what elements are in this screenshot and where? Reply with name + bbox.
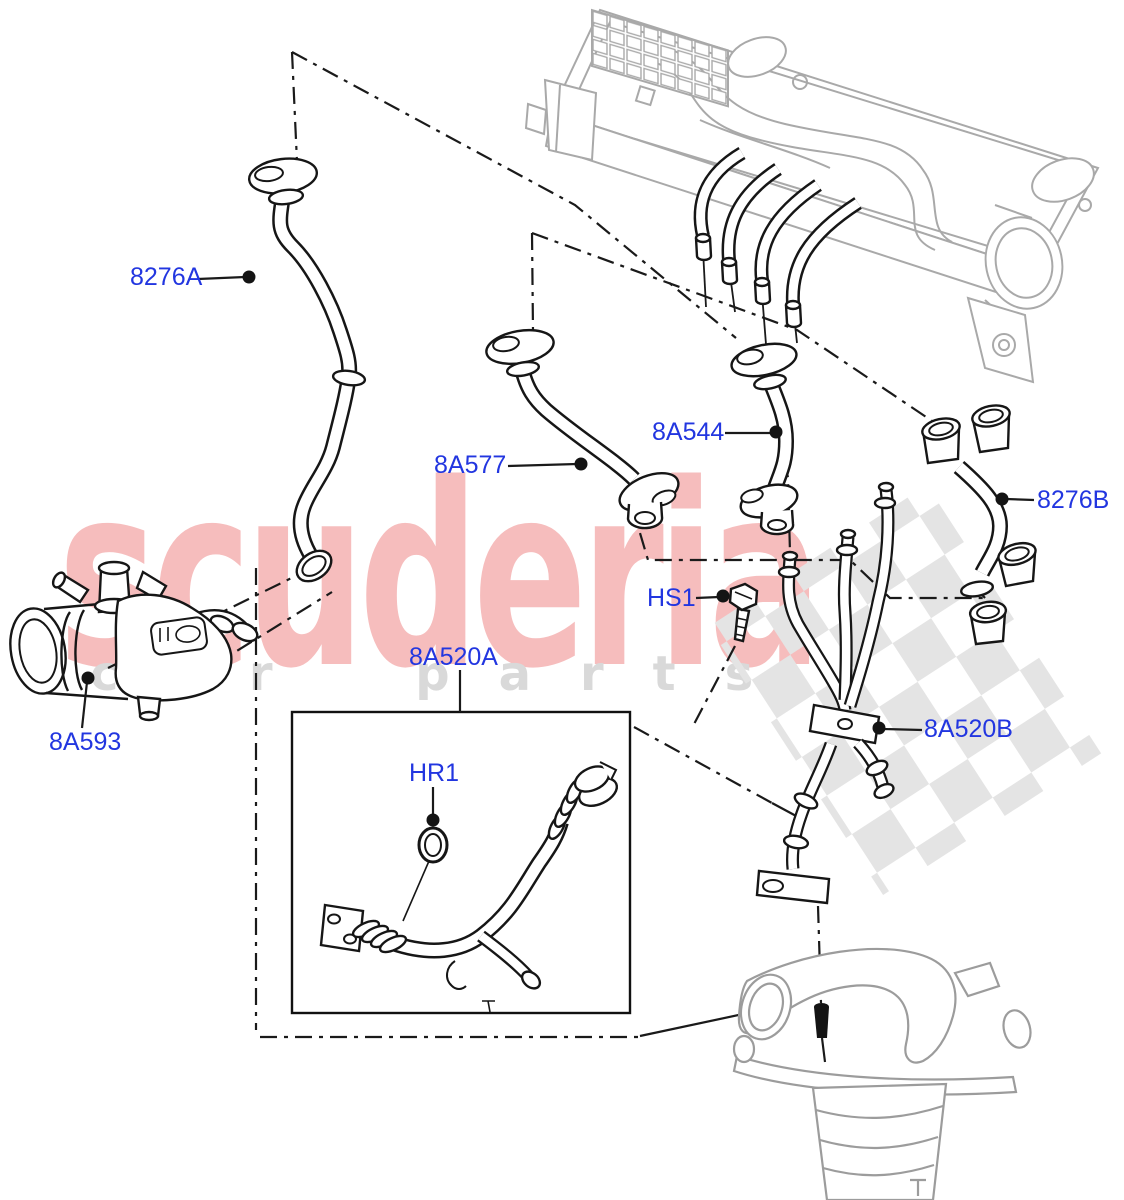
callout-8A520B: 8A520B <box>924 715 1013 743</box>
callout-8A577: 8A577 <box>434 451 507 479</box>
callout-8A544: 8A544 <box>652 418 725 446</box>
part-pipe-assembly-8A520B <box>755 481 897 905</box>
callout-8276B: 8276B <box>1037 486 1110 514</box>
part-thermostat-housing-8A593 <box>9 560 259 722</box>
part-hose-8A577 <box>485 328 680 530</box>
part-hose-8276B <box>921 404 1037 646</box>
part-hose-8A544 <box>730 342 799 536</box>
callout-HS1: HS1 <box>647 584 696 612</box>
callout-8276A: 8276A <box>130 263 203 291</box>
kit-box-8A520A <box>290 710 632 1015</box>
callout-8A593: 8A593 <box>49 728 122 756</box>
part-hose-8276A <box>247 157 367 583</box>
part-bolt-HS1 <box>728 582 759 643</box>
intercooler-pipes <box>696 153 858 329</box>
callout-HR1: HR1 <box>409 759 460 787</box>
fastener-pin <box>814 1003 829 1063</box>
checkered-flag-watermark <box>708 485 1102 895</box>
callout-8A520A: 8A520A <box>409 643 498 671</box>
coolant-outlet-assembly-drawing <box>732 947 1032 1200</box>
callout-leaders <box>80 270 1035 827</box>
part-oring-HR1 <box>402 826 449 922</box>
